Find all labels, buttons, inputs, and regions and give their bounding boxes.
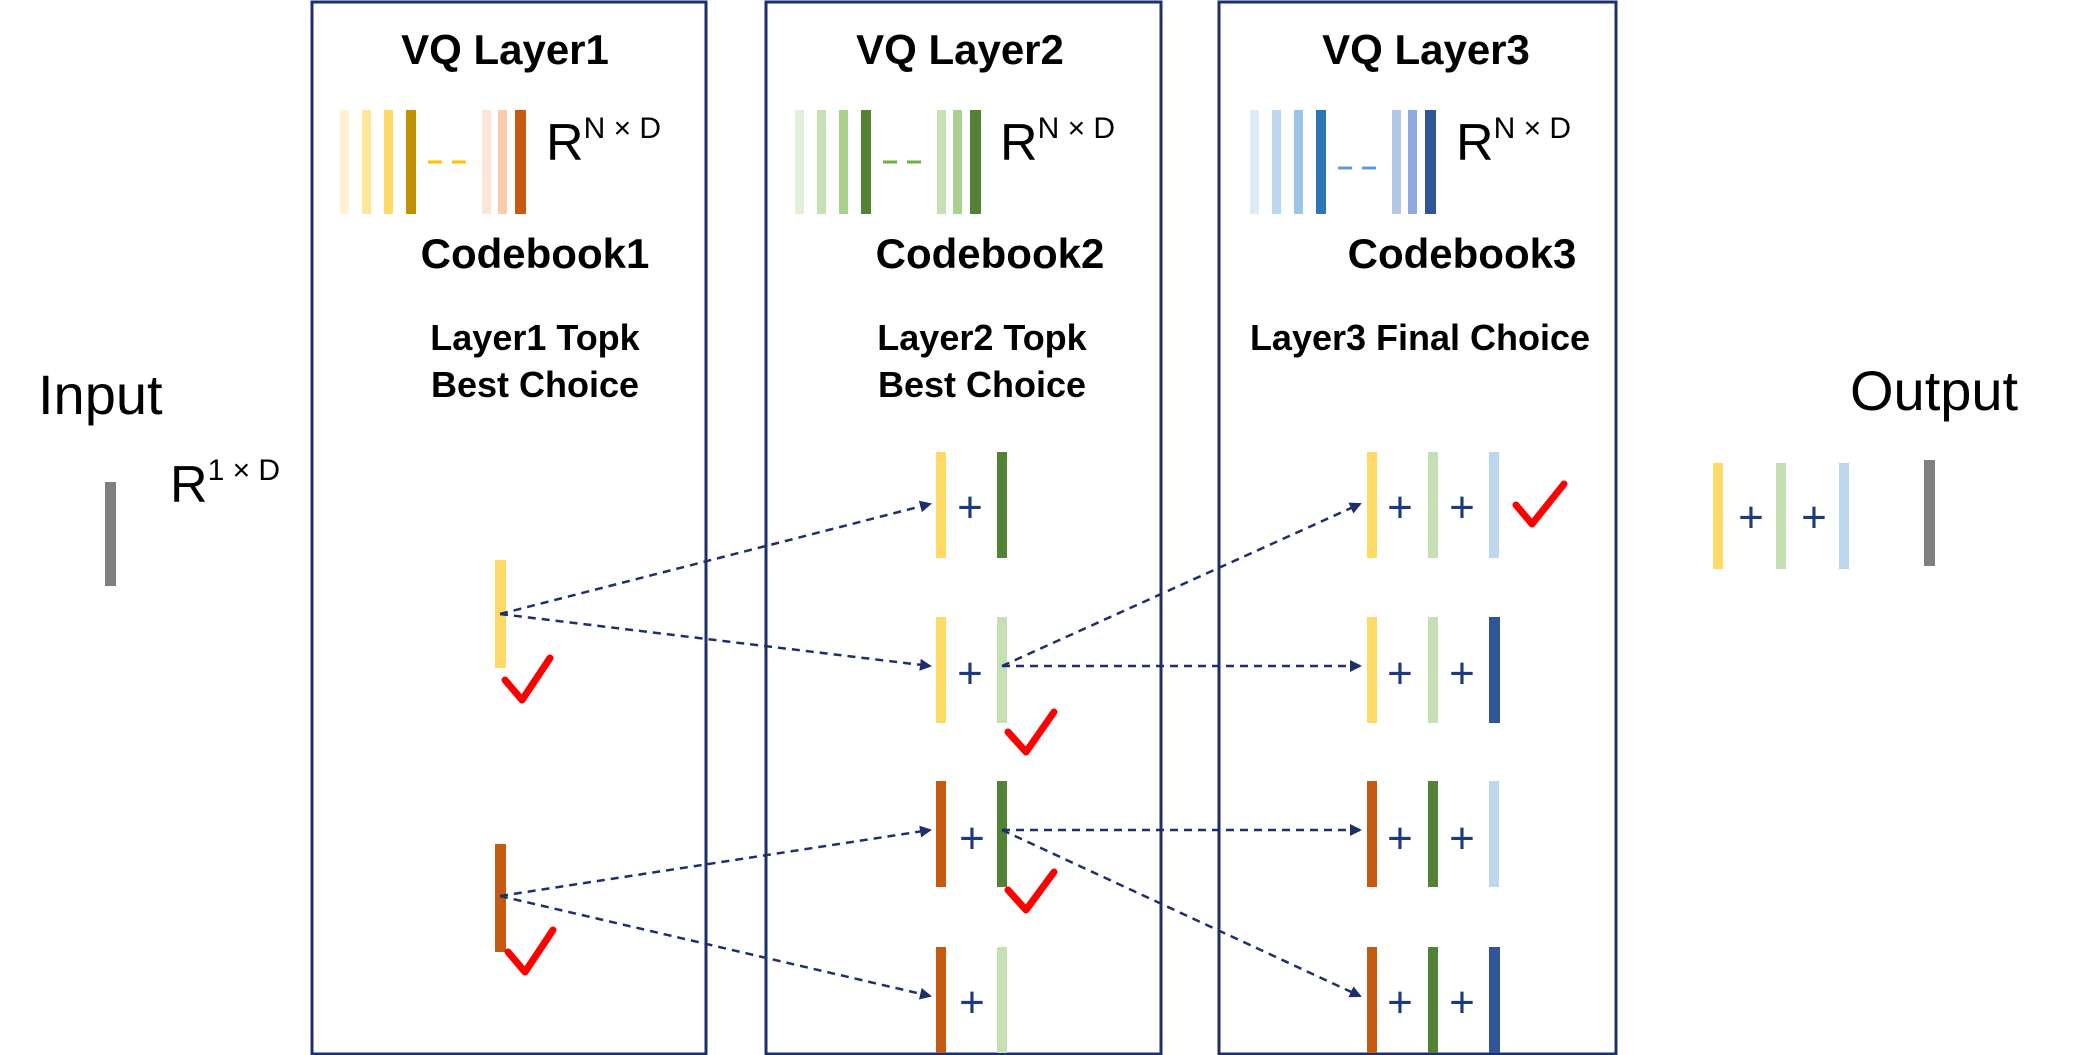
svg-text:+: + xyxy=(1387,483,1413,532)
layer1-caption-line1: Layer1 Topk xyxy=(430,317,640,358)
check-icon xyxy=(1004,868,1058,914)
layer3-candidate-3: + + xyxy=(1367,781,1499,887)
layer2-caption-line1: Layer2 Topk xyxy=(877,317,1087,358)
codebook3-bars xyxy=(1250,110,1436,214)
output-sum-vectors: + + xyxy=(1713,463,1849,569)
codebook2-dim: RN × D xyxy=(1000,112,1115,172)
codebook1-label: Codebook1 xyxy=(421,230,650,277)
flow-arrows xyxy=(499,500,1362,1000)
layer1-title: VQ Layer1 xyxy=(401,26,609,73)
svg-text:+: + xyxy=(1387,814,1413,863)
layer1-candidate-orange xyxy=(495,844,506,952)
layer2-candidate-2: + xyxy=(936,617,1007,723)
codebook2-label: Codebook2 xyxy=(876,230,1105,277)
check-icon xyxy=(1512,480,1568,528)
codebook3-dim: RN × D xyxy=(1456,112,1571,172)
layer2-caption-line2: Best Choice xyxy=(878,364,1086,405)
check-icon xyxy=(501,654,554,704)
layer1-box xyxy=(310,0,708,1055)
svg-text:+: + xyxy=(959,978,985,1027)
check-icon xyxy=(504,926,557,976)
svg-text:+: + xyxy=(1801,493,1827,542)
codebook3-label: Codebook3 xyxy=(1348,230,1577,277)
codebook1-dim: RN × D xyxy=(546,112,661,172)
check-icon xyxy=(1004,708,1058,756)
layer3-candidate-1: + + xyxy=(1367,452,1499,558)
codebook2-bars xyxy=(795,110,981,214)
svg-text:+: + xyxy=(1738,493,1764,542)
layer3-candidate-4: + + xyxy=(1367,947,1500,1053)
svg-text:+: + xyxy=(1387,649,1413,698)
layer1-caption-line2: Best Choice xyxy=(431,364,639,405)
svg-text:+: + xyxy=(959,814,985,863)
layer3-box xyxy=(1217,0,1618,1055)
layer2-box xyxy=(764,0,1163,1055)
svg-text:+: + xyxy=(1449,483,1475,532)
svg-text:+: + xyxy=(1449,814,1475,863)
svg-text:+: + xyxy=(957,483,983,532)
output-vector-bar xyxy=(1924,460,1935,566)
svg-text:+: + xyxy=(1387,978,1413,1027)
input-label: Input xyxy=(38,363,163,426)
layer2-title: VQ Layer2 xyxy=(856,26,1064,73)
codebook1-bars xyxy=(340,110,526,214)
output-label: Output xyxy=(1850,359,2019,422)
svg-text:+: + xyxy=(1449,978,1475,1027)
layer3-title: VQ Layer3 xyxy=(1322,26,1530,73)
layer2-candidate-3: + xyxy=(936,781,1007,887)
layer3-candidate-2: + + xyxy=(1367,617,1500,723)
input-vector-bar xyxy=(105,482,116,586)
svg-text:+: + xyxy=(957,649,983,698)
svg-text:+: + xyxy=(1449,649,1475,698)
layer3-caption: Layer3 Final Choice xyxy=(1250,317,1590,358)
input-dim: R1 × D xyxy=(170,454,280,514)
layer2-candidate-4: + xyxy=(936,947,1007,1053)
layer2-candidate-1: + xyxy=(936,452,1007,558)
